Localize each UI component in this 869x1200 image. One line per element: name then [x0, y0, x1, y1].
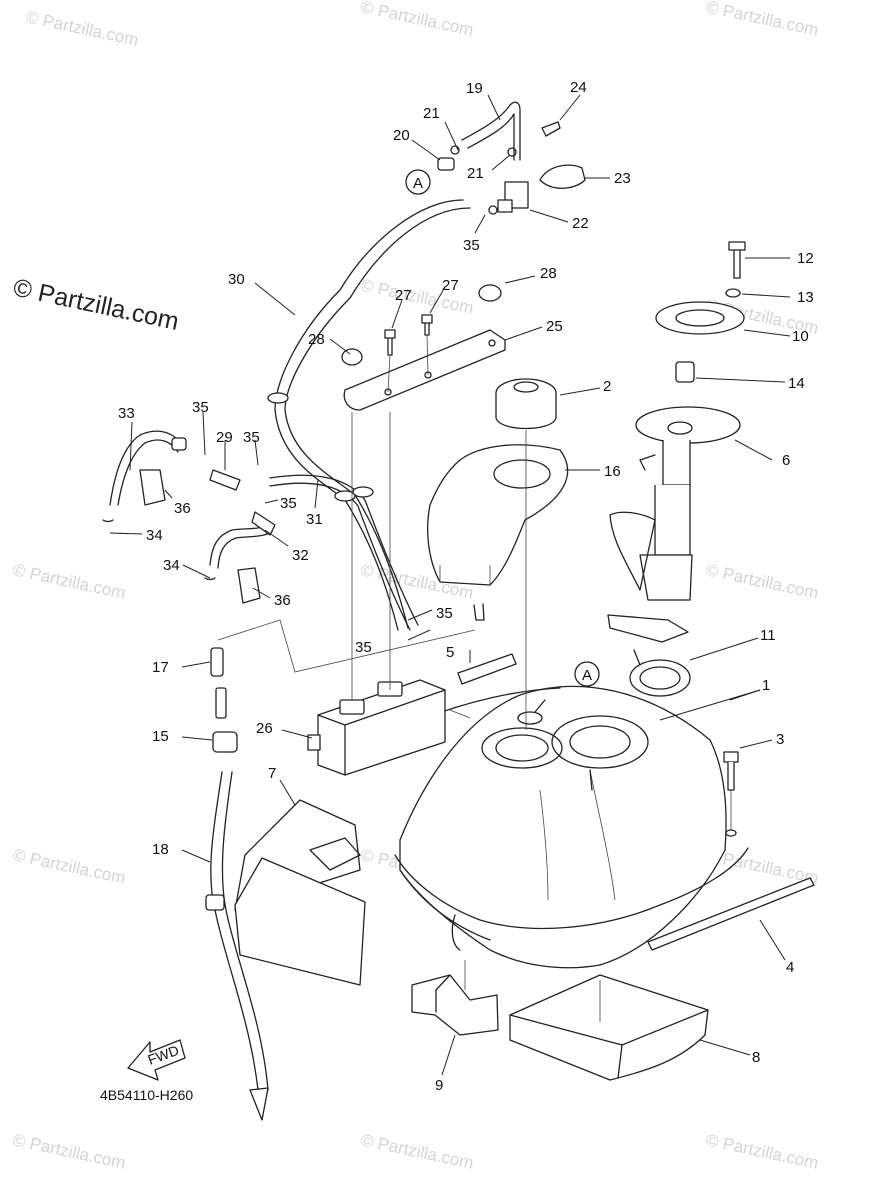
- tank-cap: [495, 378, 557, 430]
- callout-3: 3: [776, 731, 784, 748]
- callout-33: 33: [118, 405, 135, 422]
- callout-26: 26: [256, 720, 273, 737]
- breather-hoses: [267, 199, 471, 631]
- callout-35: 35: [280, 495, 297, 512]
- callout-16: 16: [604, 463, 621, 480]
- callout-35: 35: [192, 399, 209, 416]
- filler-cover: [427, 444, 569, 621]
- callout-27: 27: [442, 277, 459, 294]
- callout-1: 1: [762, 677, 770, 694]
- callout-28: 28: [308, 331, 325, 348]
- watermark-tile: © Partzilla.com: [359, 1130, 475, 1172]
- callout-31: 31: [306, 511, 323, 528]
- damper-strip: [647, 877, 815, 951]
- retainer-ring: [629, 649, 691, 697]
- callout-5: 5: [446, 644, 454, 661]
- callout-18: 18: [152, 841, 169, 858]
- assembly-lines: [217, 412, 601, 1022]
- mounting-bracket: [341, 284, 506, 411]
- drain-hose: [205, 647, 269, 1121]
- reference-markers: A A: [405, 169, 600, 687]
- diagram-code: 4B54110-H260: [100, 1087, 193, 1103]
- pump-retainer-plate: [655, 241, 746, 335]
- damper-small: [457, 653, 517, 685]
- callout-17: 17: [152, 659, 169, 676]
- watermark-tile: © Partzilla.com: [704, 560, 820, 602]
- watermark-tile: © Partzilla.com: [359, 0, 475, 40]
- callout-15: 15: [152, 728, 169, 745]
- watermark-tile: © Partzilla.com: [24, 7, 140, 49]
- callout-34: 34: [146, 527, 163, 544]
- watermark-tile: © Partzilla.com: [704, 1130, 820, 1172]
- watermark-main: © Partzilla.com: [11, 273, 182, 335]
- watermark-tile: © Partzilla.com: [11, 845, 127, 887]
- tank-bolt: [723, 751, 739, 837]
- watermark-tile: © Partzilla.com: [704, 0, 820, 40]
- callout-7: 7: [268, 765, 276, 782]
- callout-24: 24: [570, 79, 587, 96]
- top-fittings: [437, 101, 586, 215]
- callout-35: 35: [243, 429, 260, 446]
- charcoal-canister: [307, 679, 446, 776]
- callout-30: 30: [228, 271, 245, 288]
- callout-21: 21: [467, 165, 484, 182]
- reference-marker-label: A: [582, 667, 592, 684]
- callout-12: 12: [797, 250, 814, 267]
- callout-35: 35: [463, 237, 480, 254]
- callout-32: 32: [292, 547, 309, 564]
- callout-23: 23: [614, 170, 631, 187]
- callout-34: 34: [163, 557, 180, 574]
- callout-8: 8: [752, 1049, 760, 1066]
- watermark-tile: © Partzilla.com: [11, 1130, 127, 1172]
- callout-27: 27: [395, 287, 412, 304]
- callout-10: 10: [792, 328, 809, 345]
- reference-marker-label: A: [413, 175, 423, 192]
- reference-marker-a: [574, 661, 600, 687]
- reference-marker-a: [405, 169, 431, 195]
- fuel-pump: [607, 361, 741, 643]
- callout-2: 2: [603, 378, 611, 395]
- callout-11: 11: [760, 627, 776, 644]
- damper-block: [411, 974, 499, 1036]
- callout-28: 28: [540, 265, 557, 282]
- callout-numbers: 1 2 3 4 5 6 7 8 9 10 11 12 13 14 15 16 1…: [118, 79, 814, 1094]
- left-hoses: [102, 430, 276, 604]
- heat-protector: [234, 799, 366, 986]
- callout-35: 35: [355, 639, 372, 656]
- callout-35: 35: [436, 605, 453, 622]
- callout-14: 14: [788, 375, 805, 392]
- lower-cover: [509, 974, 709, 1081]
- callout-4: 4: [786, 959, 794, 976]
- callout-20: 20: [393, 127, 410, 144]
- callout-36: 36: [174, 500, 191, 517]
- callout-6: 6: [782, 452, 790, 469]
- callout-25: 25: [546, 318, 563, 335]
- leader-lines: [109, 94, 791, 1076]
- callout-29: 29: [216, 429, 233, 446]
- callout-36: 36: [274, 592, 291, 609]
- callout-22: 22: [572, 215, 589, 232]
- callout-21: 21: [423, 105, 440, 122]
- callout-9: 9: [435, 1077, 443, 1094]
- forward-arrow-icon: FWD: [127, 1039, 186, 1081]
- watermark-tile: © Partzilla.com: [11, 560, 127, 602]
- callout-19: 19: [466, 80, 483, 97]
- callout-13: 13: [797, 289, 814, 306]
